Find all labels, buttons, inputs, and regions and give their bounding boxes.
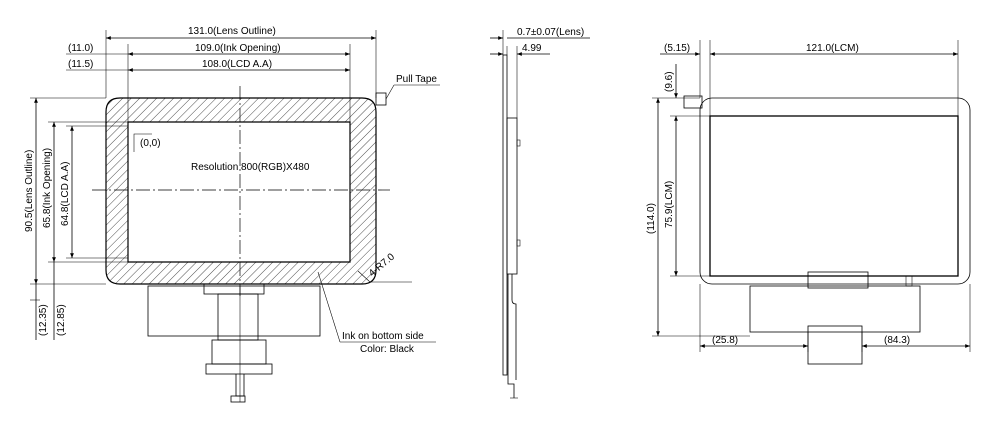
dim-lcm-width: 121.0(LCM) <box>806 43 859 54</box>
back-lcm <box>709 115 959 277</box>
pull-tape-label: Pull Tape <box>396 74 437 85</box>
dim-bottom-offset-lcd: (12.85) <box>56 304 67 336</box>
dim-lcm-height: 75.9(LCM) <box>664 181 675 228</box>
resolution-label: Resolution 800(RGB)X480 <box>191 162 310 173</box>
dim-ink-opening-height: 65.8(Ink Opening) <box>42 148 53 228</box>
back-connector <box>807 271 869 289</box>
dim-back-top-offset: (9.6) <box>664 71 675 92</box>
dim-left-offset-ink: (11.0) <box>68 43 93 54</box>
dim-lens-thickness: 0.7±0.07(Lens) <box>517 27 584 38</box>
dim-lens-outline-height: 90.5(Lens Outline) <box>24 150 35 232</box>
dim-lens-outline-width: 131.0(Lens Outline) <box>188 26 276 37</box>
pull-tape <box>375 92 387 106</box>
side-module <box>506 117 518 275</box>
ink-note-line2: Color: Black <box>360 344 415 355</box>
dim-overall-height: (114.0) <box>646 203 657 234</box>
dim-lcd-aa-height: 64.8(LCD A.A) <box>60 162 71 226</box>
dim-fpc-left: (25.8) <box>712 335 738 346</box>
dim-total-thickness: 4.99 <box>522 43 542 54</box>
back-pull-tape <box>683 95 703 109</box>
fpc-stiffener <box>147 285 321 337</box>
dim-bottom-offset-ink: (12.35) <box>38 304 49 336</box>
fpc-tail <box>211 339 267 365</box>
ink-opening-outline <box>127 121 351 263</box>
ink-note-line1: Ink on bottom side <box>342 331 424 342</box>
origin-label: (0,0) <box>140 138 161 149</box>
origin-mark <box>133 133 152 152</box>
dim-fpc-right: (84.3) <box>884 335 910 346</box>
dim-ink-opening-width: 109.0(Ink Opening) <box>195 43 281 54</box>
side-fpc <box>507 274 517 398</box>
fpc-end <box>205 363 273 375</box>
side-view: 0.7±0.07(Lens) 4.99 <box>490 27 590 399</box>
dim-left-offset-lcd: (11.5) <box>68 59 93 70</box>
dim-back-left-offset: (5.15) <box>664 43 690 54</box>
back-lens-outline <box>699 97 971 285</box>
lens-ink-border <box>105 97 377 285</box>
fpc-grid <box>217 293 259 341</box>
side-lens <box>502 54 508 376</box>
front-view: (0,0) Resolution 800(RGB)X480 Pull Tape … <box>24 26 440 403</box>
back-fpc <box>749 285 921 333</box>
back-view: (5.15) 121.0(LCM) (9.6) 75.9(LCM) (114.0… <box>646 40 971 365</box>
dim-lcd-aa-width: 108.0(LCD A.A) <box>202 59 272 70</box>
fpc-connector <box>203 283 265 295</box>
